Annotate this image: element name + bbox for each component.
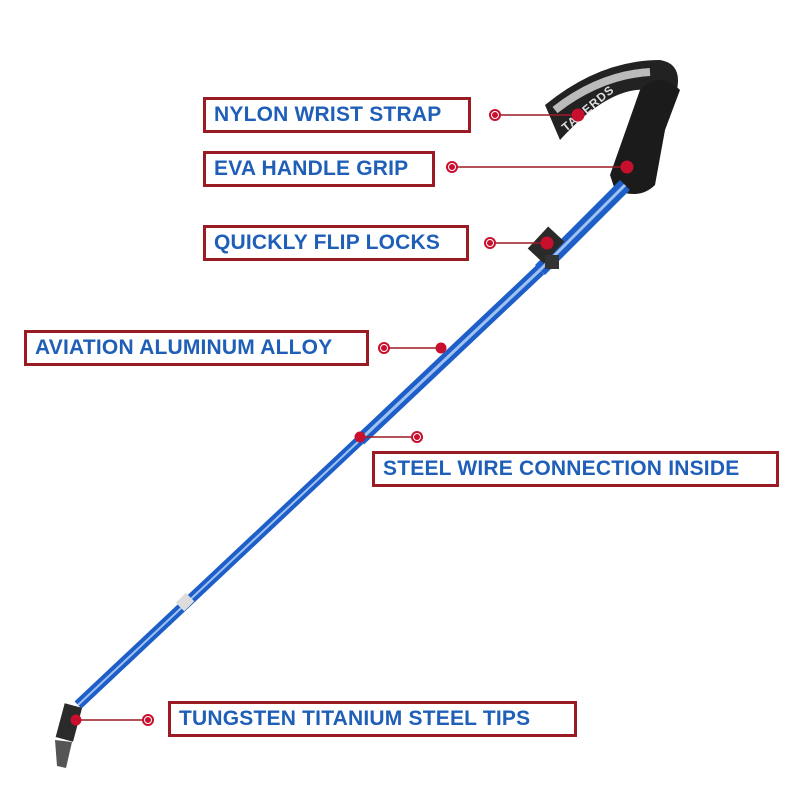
callout-nylon-wrist-strap: NYLON WRIST STRAP	[203, 97, 471, 133]
callout-aviation-aluminum: AVIATION ALUMINUM ALLOY	[24, 330, 369, 366]
pole-tip	[55, 703, 83, 742]
callout-flip-locks: QUICKLY FLIP LOCKS	[203, 225, 469, 261]
callout-eva-handle-grip: EVA HANDLE GRIP	[203, 151, 435, 187]
callout-markers	[70, 108, 634, 726]
pole-ring	[175, 592, 195, 612]
handle-grip	[610, 80, 680, 194]
tip-cap	[55, 740, 72, 768]
callout-lines	[76, 114, 627, 721]
pole-middle-highlight	[358, 268, 542, 442]
pole-lower-highlight	[77, 439, 361, 706]
callout-tungsten-tips: TUNGSTEN TITANIUM STEEL TIPS	[168, 701, 577, 737]
flip-lock-lever	[545, 255, 559, 269]
wrist-strap-stripe	[552, 68, 651, 114]
callout-steel-wire: STEEL WIRE CONNECTION INSIDE	[372, 451, 779, 487]
